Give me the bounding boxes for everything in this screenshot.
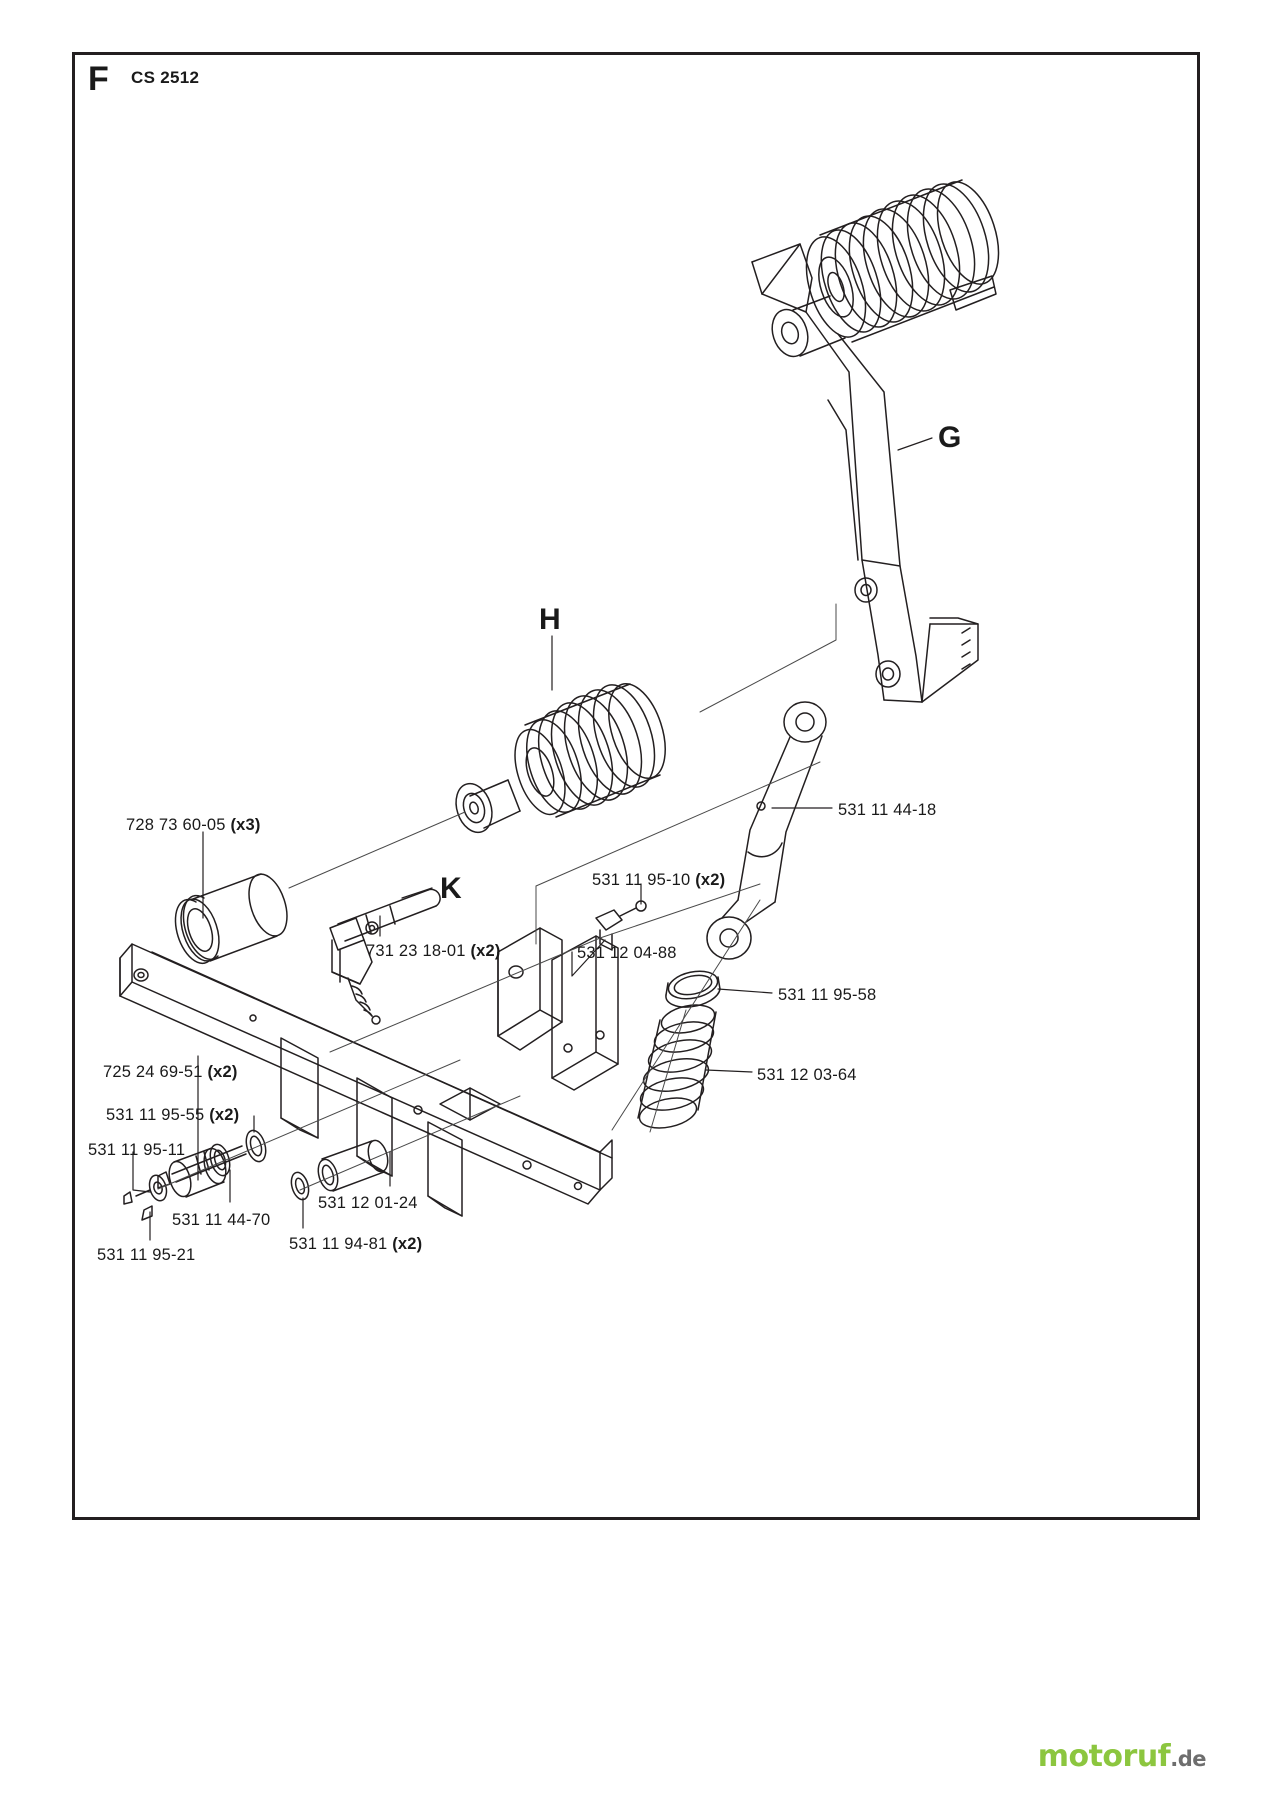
watermark-tld: .de bbox=[1170, 1747, 1206, 1771]
part-qty: (x2) bbox=[470, 942, 501, 960]
part-qty: (x2) bbox=[392, 1235, 423, 1253]
callout-k-label: K bbox=[440, 872, 462, 905]
part-number: 531 11 95-58 bbox=[778, 986, 877, 1004]
part-label-531-11-95-21: 531 11 95-21 bbox=[97, 1246, 195, 1264]
part-qty: (x3) bbox=[230, 816, 261, 834]
part-label-531-12-03-64: 531 12 03-64 bbox=[757, 1066, 857, 1084]
part-number: 731 23 18-01 bbox=[366, 942, 466, 960]
diagram-frame bbox=[72, 52, 1200, 1520]
part-label-531-11-95-11: 531 11 95-11 bbox=[88, 1141, 185, 1159]
watermark: motoruf.de bbox=[1037, 1739, 1207, 1774]
part-number: 531 11 44-70 bbox=[172, 1211, 271, 1229]
callout-k: K bbox=[440, 874, 462, 904]
part-label-531-12-01-24: 531 12 01-24 bbox=[318, 1194, 418, 1212]
part-number: 531 11 44-18 bbox=[838, 801, 937, 819]
part-number: 531 11 94-81 bbox=[289, 1235, 388, 1253]
callout-h: H bbox=[539, 605, 561, 635]
part-label-728-73-60-05: 728 73 60-05 (x3) bbox=[126, 816, 261, 834]
part-number: 531 11 95-10 bbox=[592, 871, 691, 889]
part-label-531-11-44-18: 531 11 44-18 bbox=[838, 801, 936, 819]
part-number: 531 12 01-24 bbox=[318, 1194, 418, 1212]
watermark-brand: motoruf bbox=[1037, 1739, 1171, 1774]
part-number: 531 12 03-64 bbox=[757, 1066, 857, 1084]
part-label-531-11-95-10: 531 11 95-10 (x2) bbox=[592, 871, 725, 889]
part-label-531-12-04-88: 531 12 04-88 bbox=[577, 944, 677, 962]
part-qty: (x2) bbox=[209, 1106, 240, 1124]
part-number: 725 24 69-51 bbox=[103, 1063, 203, 1081]
part-label-725-24-69-51: 725 24 69-51 (x2) bbox=[103, 1063, 238, 1081]
callout-h-label: H bbox=[539, 603, 561, 636]
section-letter: F bbox=[88, 60, 109, 98]
part-label-531-11-44-70: 531 11 44-70 bbox=[172, 1211, 270, 1229]
part-label-531-11-94-81: 531 11 94-81 (x2) bbox=[289, 1235, 422, 1253]
part-number: 531 11 95-21 bbox=[97, 1246, 196, 1264]
part-label-531-11-95-55: 531 11 95-55 (x2) bbox=[106, 1106, 239, 1124]
model-code: CS 2512 bbox=[131, 68, 200, 87]
part-qty: (x2) bbox=[695, 871, 726, 889]
callout-g: G bbox=[938, 423, 961, 453]
part-number: 531 12 04-88 bbox=[577, 944, 677, 962]
part-number: 728 73 60-05 bbox=[126, 816, 226, 834]
part-number: 531 11 95-11 bbox=[88, 1141, 186, 1159]
part-label-731-23-18-01: 731 23 18-01 (x2) bbox=[366, 942, 501, 960]
part-number: 531 11 95-55 bbox=[106, 1106, 205, 1124]
part-qty: (x2) bbox=[207, 1063, 238, 1081]
callout-g-label: G bbox=[938, 421, 962, 454]
part-label-531-11-95-58: 531 11 95-58 bbox=[778, 986, 876, 1004]
